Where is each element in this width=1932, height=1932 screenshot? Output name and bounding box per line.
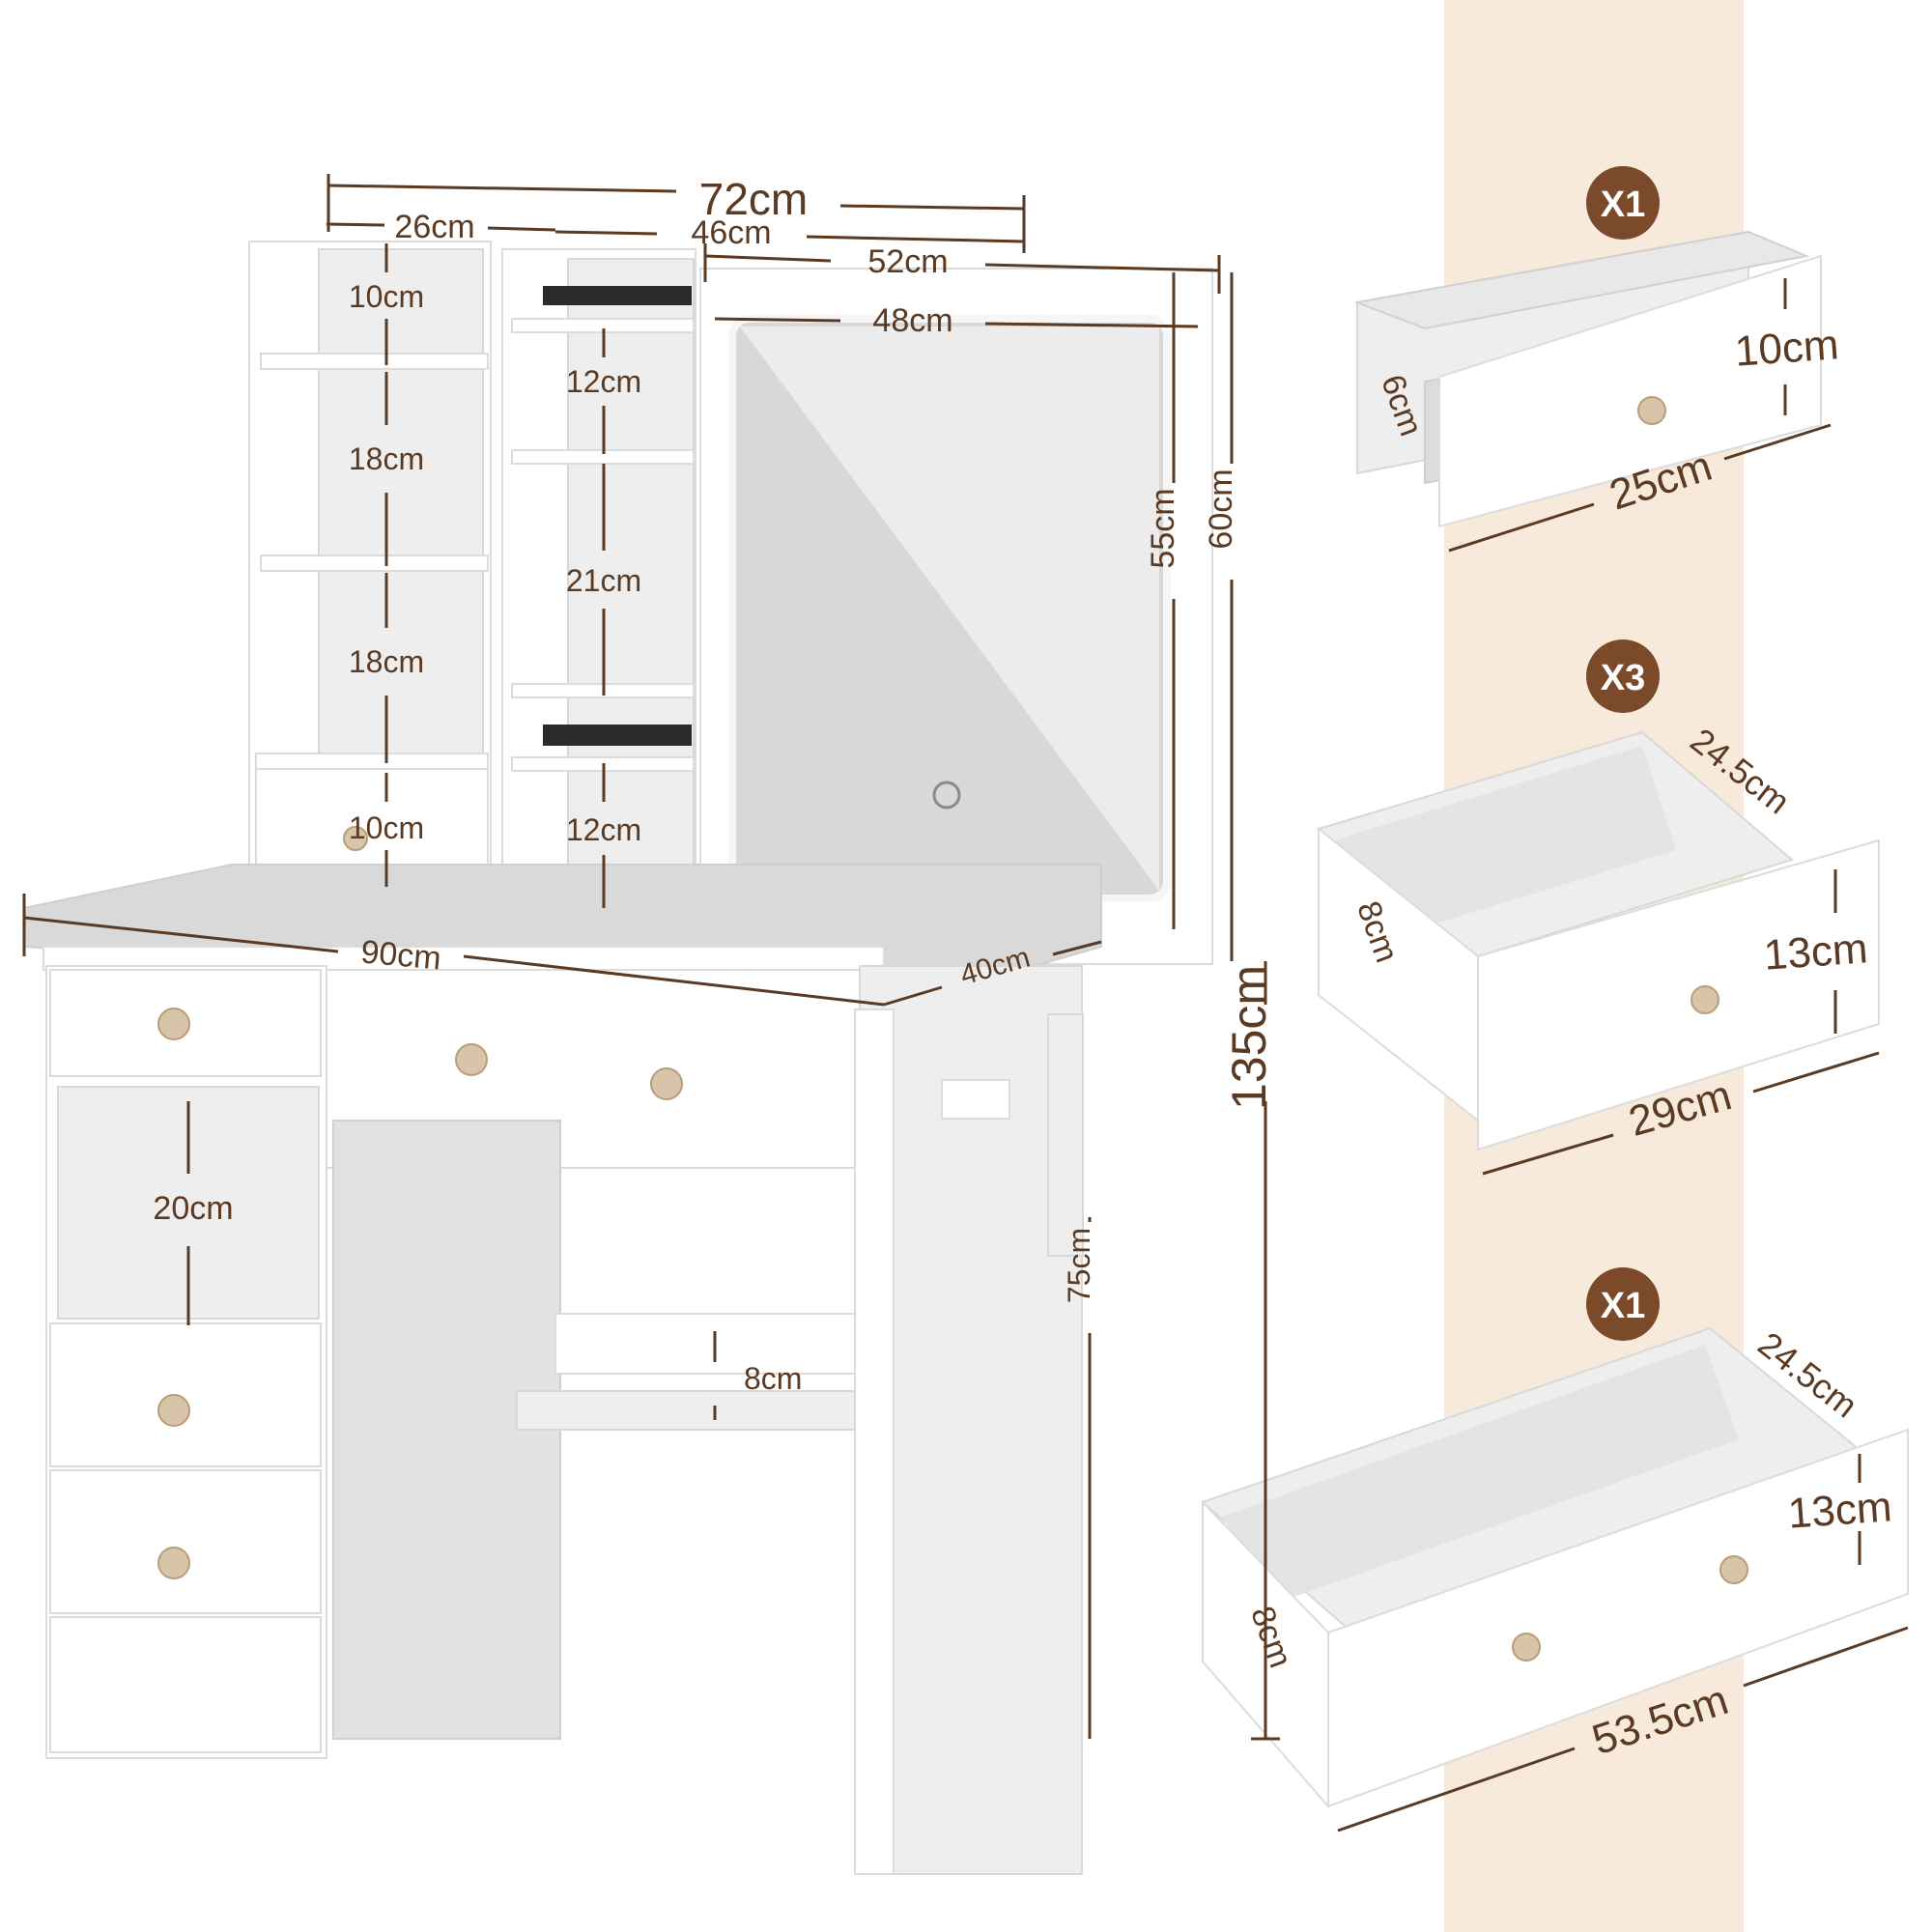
drawer-3-height-label: 13cm [1786,1483,1893,1537]
quantity-badge [1586,1267,1660,1341]
touch-light-icon [932,781,961,810]
slide-rail [543,724,692,746]
right-shelf-3-label: 12cm [566,812,641,847]
drawer-1-height-label: 10cm [1733,321,1840,375]
knob [157,1008,190,1040]
left-shelf-width-label: 26cm [394,209,474,245]
right-shelf-2-label: 21cm [566,563,641,598]
quantity-badge [1586,639,1660,713]
mirror-frame-width-label: 52cm [867,243,948,280]
footrest-shelf [516,1390,856,1431]
footrest-label: 8cm [744,1361,802,1396]
left-shelf-board [260,353,489,370]
drawer-1-illustration [1353,230,1822,528]
quantity-badge-text: X1 [1601,185,1645,225]
right-shelf-width-label: 46cm [691,214,771,251]
cabinet-drawer [49,1322,322,1467]
drawer-2-height-label: 13cm [1762,924,1869,979]
total-height-label: 135cm [1222,965,1276,1110]
hair-dryer-holder [941,1079,1010,1120]
quantity-badge-text: X1 [1601,1286,1645,1326]
mirror-reflection [740,327,1159,891]
total-width-label: 72cm [699,174,808,224]
drawer-3-illustration [1201,1326,1909,1809]
open-cubby-label: 20cm [153,1190,233,1227]
quantity-badge [1586,166,1660,240]
slide-rail [543,286,692,305]
right-leg-front [854,1009,895,1875]
left-shelf-board [255,753,489,770]
footrest [554,1313,856,1375]
cabinet-drawer [49,1469,322,1614]
knob [650,1067,683,1100]
desk-width-label: 90cm [359,933,442,977]
dimension-lines [22,174,1909,1833]
mirror-frame-height-label: 60cm [1203,469,1239,549]
left-shelf-4-label: 10cm [349,810,424,845]
desk-height-label: 75cm [1062,1228,1096,1303]
knob [157,1547,190,1579]
left-shelf-3-label: 18cm [349,644,424,679]
left-shelf-board [260,554,489,572]
left-shelf-1-label: 10cm [349,279,424,314]
cabinet-base [49,1616,322,1753]
right-shelf-1-label: 12cm [566,364,641,399]
quantity-badge-text: X3 [1601,658,1645,698]
mirror-height-label: 55cm [1145,488,1181,568]
mirror-width-label: 48cm [872,302,952,339]
power-socket [1047,1013,1084,1257]
knob [343,826,368,851]
left-shelf-2-label: 18cm [349,441,424,476]
vanity-illustration [23,241,1213,1875]
knob [157,1394,190,1427]
drawer-2-illustration [1316,730,1880,1151]
knob [455,1043,488,1076]
